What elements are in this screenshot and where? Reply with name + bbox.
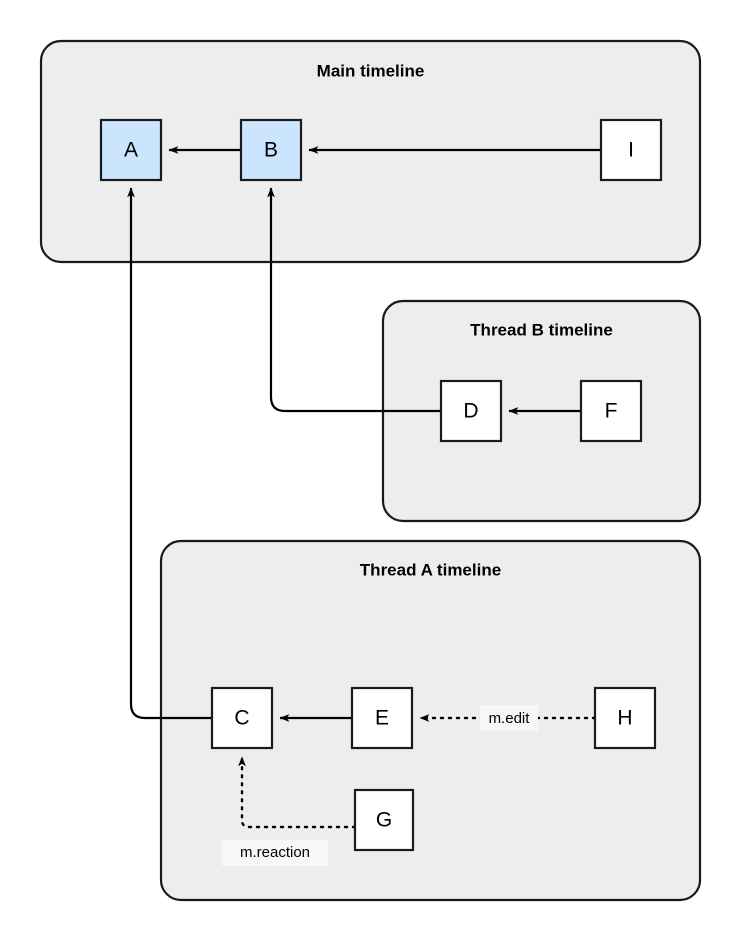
edge-label-m-edit-bg [480,705,538,731]
node-g-rect[interactable] [353,788,415,852]
node-d-label: D [463,400,478,423]
node-b-label: B [264,139,278,162]
node-i[interactable]: I [599,118,663,182]
group-thread-a-timeline-rect [159,539,702,902]
edge-label-m-edit: m.edit [480,705,538,731]
edge-label-m-reaction-text: m.reaction [240,844,310,861]
group-thread-a-timeline-title: Thread A timeline [360,560,501,579]
node-h-rect[interactable] [593,686,657,750]
edge-label-m-reaction-bg [222,840,328,866]
node-g[interactable]: G [353,788,415,852]
node-i-label: I [628,139,634,162]
edge-label-m-edit-text: m.edit [489,710,531,727]
node-d[interactable]: D [439,379,503,443]
node-b-rect[interactable] [239,118,303,182]
node-f-rect[interactable] [579,379,643,443]
edge-g-to-c [238,755,357,829]
node-e-rect[interactable] [350,686,414,750]
group-thread-b-timeline-title: Thread B timeline [470,320,613,339]
node-a-label: A [124,139,138,162]
node-f-label: F [605,400,618,423]
node-a-rect[interactable] [99,118,163,182]
node-h[interactable]: H [593,686,657,750]
edge-d-to-b [267,187,441,413]
node-c-rect[interactable] [210,686,274,750]
node-a[interactable]: A [99,118,163,182]
node-f[interactable]: F [579,379,643,443]
node-h-label: H [617,707,632,730]
node-c[interactable]: C [210,686,274,750]
node-c-label: C [234,707,249,730]
edge-label-m-reaction: m.reaction [222,840,328,866]
node-b[interactable]: B [239,118,303,182]
group-thread-a-timeline: Thread A timeline [159,539,702,902]
node-g-label: G [376,809,392,832]
group-main-timeline-rect [39,39,702,264]
node-i-rect[interactable] [599,118,663,182]
node-e[interactable]: E [350,686,414,750]
edge-c-to-a [127,187,212,720]
group-main-timeline: Main timeline [39,39,702,264]
node-e-label: E [375,707,389,730]
node-d-rect[interactable] [439,379,503,443]
group-main-timeline-title: Main timeline [317,61,425,80]
